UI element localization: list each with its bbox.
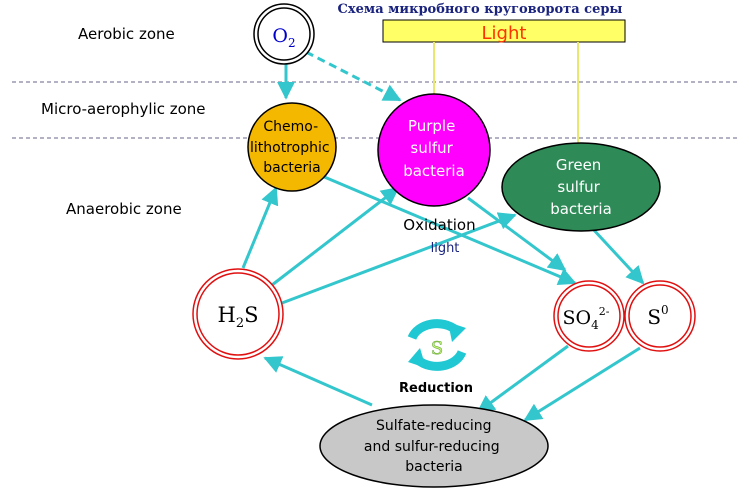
- arrow-h2s-to-green: [281, 212, 517, 305]
- cycle-arrows-icon: S: [407, 319, 467, 371]
- arrow-sulfate-to-h2s: [263, 356, 373, 407]
- zone-label-aerobic: Aerobic zone: [78, 25, 175, 43]
- chemolithotrophic-bacteria-node: Chemo- lithotrophic bacteria: [247, 102, 337, 192]
- zone-label-anaerobic: Anaerobic zone: [66, 200, 182, 218]
- svg-text:Chemo- lithotrophic: Chemo- lithotrophic bacteria: [250, 119, 334, 176]
- arrow-purple-to-so4: [467, 196, 567, 272]
- arrow-h2s-to-chemo: [241, 186, 279, 269]
- light-label: Light: [482, 23, 527, 44]
- arrow-so4-to-sulfate: [476, 344, 569, 414]
- svg-text:H2S: H2S: [218, 303, 259, 331]
- reduction-label: Reduction: [399, 381, 473, 396]
- arrow-chemo-to-so4: [321, 174, 577, 285]
- svg-text:O2: O2: [272, 25, 295, 50]
- svg-text:Purple sulfur bact: Purple sulfur bacteria: [403, 117, 465, 180]
- sulfate-reducing-bacteria-node: Sulfate-reducing and sulfur-reducing bac…: [319, 404, 549, 488]
- s0-node: S0: [624, 280, 696, 352]
- o2-node: O2: [253, 3, 315, 65]
- cycle-letter: S: [431, 338, 443, 359]
- svg-text:Green sulfur bacte: Green sulfur bacteria: [550, 156, 612, 218]
- arrow-green-to-s0: [590, 226, 645, 285]
- arrow-s0-to-sulfate: [523, 346, 641, 422]
- svg-text:SO42-: SO42-: [563, 305, 610, 332]
- zone-label-micro: Micro-aerophylic zone: [41, 100, 206, 118]
- diagram-title: Схема микробного круговорота серы: [338, 2, 623, 17]
- purple-sulfur-bacteria-node: Purple sulfur bacteria: [377, 93, 491, 207]
- arrow-o2-to-purple-dashed: [305, 50, 402, 102]
- h2s-node: H2S: [192, 268, 284, 360]
- oxidation-label: Oxidation light: [403, 215, 480, 256]
- svg-text:Sulfate-reducing and sul: Sulfate-reducing and sulfur-reducing bac…: [364, 418, 504, 475]
- svg-text:S0: S0: [647, 303, 668, 329]
- arrow-h2s-to-purple: [271, 186, 400, 287]
- so4-node: SO42-: [553, 280, 625, 352]
- light-bar: [382, 19, 626, 43]
- green-sulfur-bacteria-node: Green sulfur bacteria: [501, 142, 661, 232]
